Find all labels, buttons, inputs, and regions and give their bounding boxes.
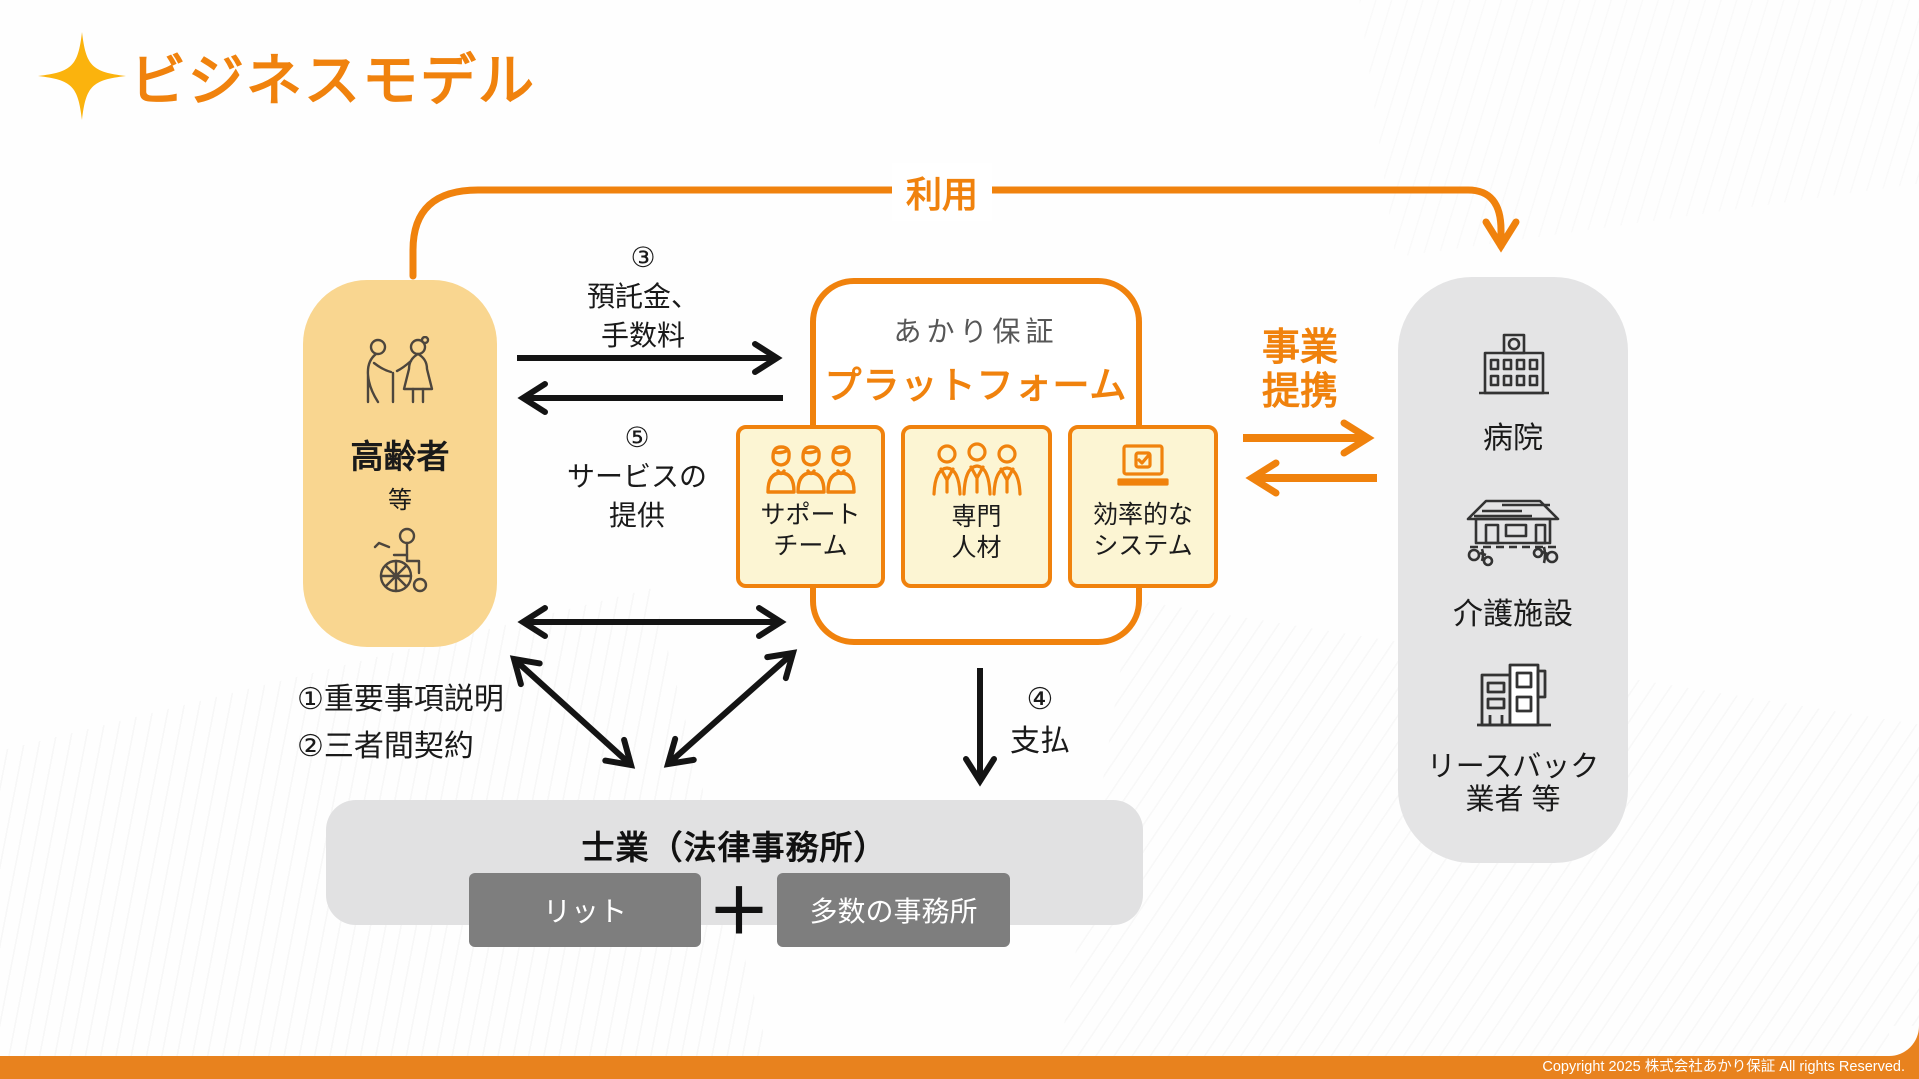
- partner-leaseback-label: リースバック 業者 等: [1398, 751, 1628, 817]
- card-label-line1: 専門: [951, 503, 1002, 531]
- partner-care-label: 介護施設: [1453, 598, 1573, 631]
- elderly-suffix: 等: [388, 487, 412, 514]
- flow-deposit-num: ③: [630, 242, 656, 273]
- flow-deposit-label: ③ 預託金、 手数料: [543, 238, 743, 355]
- card-label-line1: サポート: [760, 501, 861, 529]
- professionals-icon: [931, 442, 1022, 496]
- firm-ritto-label: リット: [542, 896, 627, 927]
- care-facility-icon: [1466, 499, 1560, 567]
- flow-deposit-line1: 預託金、: [586, 281, 699, 312]
- card-support-team: サポート チーム: [736, 425, 885, 588]
- card-label-line1: 効率的な: [1092, 501, 1193, 529]
- flow-payment-text: 支払: [1010, 725, 1070, 758]
- card-label: 専門 人材: [951, 502, 1001, 564]
- use-label: 利用: [892, 163, 992, 221]
- partner-leaseback-line2: 業者 等: [1465, 784, 1561, 816]
- partners-panel: 病院 介護施設 リースバック 業者: [1398, 277, 1628, 863]
- platform-legal-double-arrow: [663, 649, 798, 768]
- flow-payment-label: ④ 支払: [998, 679, 1082, 763]
- card-label-line2: 人材: [951, 534, 1002, 562]
- laptop-system-icon: [1117, 444, 1169, 486]
- partnership-line2: 提携: [1261, 371, 1338, 413]
- background-hatch-top-right: [1349, 0, 1919, 258]
- flow-contract-line2: ②三者間契約: [297, 730, 474, 763]
- card-label: サポート チーム: [760, 500, 860, 562]
- card-efficient-system: 効率的な システム: [1068, 425, 1218, 588]
- card-professionals: 専門 人材: [901, 425, 1052, 588]
- hospital-icon: [1479, 333, 1549, 395]
- elderly-panel: 高齢者 等: [303, 280, 497, 647]
- diamond-icon: [38, 32, 126, 120]
- partner-leaseback-line1: リースバック: [1426, 751, 1600, 783]
- partner-hospital-label: 病院: [1483, 422, 1543, 455]
- flow-contract-line1: ①重要事項説明: [297, 683, 504, 716]
- elderly-couple-icon: [366, 336, 434, 404]
- card-label-line2: システム: [1093, 532, 1193, 560]
- footer-copyright-bar: Copyright 2025 株式会社あかり保証 All rights Rese…: [0, 1056, 1919, 1079]
- page-title: ビジネスモデル: [130, 49, 536, 112]
- card-label-line2: チーム: [773, 532, 848, 560]
- flow-service-num: ⑤: [624, 422, 650, 453]
- plus-sign: ＋: [707, 878, 770, 947]
- flow-contract-label: ①重要事項説明 ②三者間契約: [297, 676, 657, 770]
- flow-payment-num: ④: [1026, 683, 1054, 716]
- copyright-text: Copyright 2025 株式会社あかり保証 All rights Rese…: [1542, 1059, 1905, 1075]
- partnership-label: 事業 提携: [1238, 326, 1362, 414]
- flow-service-line2: 提供: [608, 500, 665, 531]
- leaseback-icon: [1477, 663, 1551, 727]
- platform-name: プラットフォーム: [824, 365, 1128, 406]
- card-label: 効率的な システム: [1093, 500, 1193, 562]
- flow-deposit-line2: 手数料: [600, 320, 685, 351]
- firm-box-ritto: リット: [469, 873, 701, 947]
- support-team-icon: [765, 445, 856, 494]
- wheelchair-icon: [373, 527, 428, 593]
- platform-brand: あかり保証: [893, 316, 1059, 347]
- flow-service-label: ⑤ サービスの 提供: [537, 418, 737, 535]
- partnership-line1: 事業: [1261, 327, 1338, 369]
- firm-many-offices-label: 多数の事務所: [809, 896, 978, 927]
- flow-service-line1: サービスの: [566, 461, 707, 492]
- elderly-label: 高齢者: [350, 438, 450, 475]
- legal-title: 士業（法律事務所）: [581, 829, 888, 866]
- firm-box-many-offices: 多数の事務所: [777, 873, 1010, 947]
